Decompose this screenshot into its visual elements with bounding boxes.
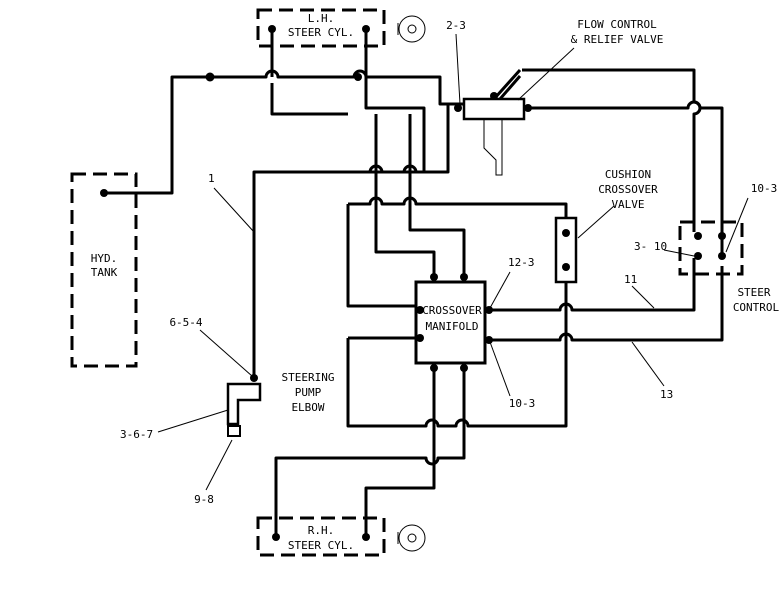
port-dots xyxy=(100,25,726,541)
hydraulic-tank: HYD. TANK xyxy=(70,172,138,368)
callout-12-3: 12-3 xyxy=(489,256,535,309)
rh-cyl-label-line2: STEER CYL. xyxy=(288,539,354,552)
callout-10-3-manifold-text: 10-3 xyxy=(509,397,536,410)
callout-9-8-text: 9-8 xyxy=(194,493,214,506)
callout-1: 1 xyxy=(208,172,255,233)
callout-11: 11 xyxy=(624,273,655,309)
port-dot xyxy=(562,263,570,271)
hydraulic-lines xyxy=(104,30,724,536)
port-dot xyxy=(416,306,424,314)
tank-label-line2: TANK xyxy=(91,266,118,279)
cushion-valve-label: CUSHION CROSSOVER VALVE xyxy=(577,168,658,239)
pump-elbow-label-line2: PUMP xyxy=(295,386,322,399)
rh-steer-cylinder: R.H. STEER CYL. xyxy=(256,516,386,557)
steer-control-label: STEER CONTROL xyxy=(733,286,780,314)
port-dot xyxy=(485,336,493,344)
steer-control-box xyxy=(678,220,744,276)
port-dot xyxy=(694,252,702,260)
flow-control-label-line1: FLOW CONTROL xyxy=(577,18,657,31)
cushion-label-line2: CROSSOVER xyxy=(598,183,658,196)
callout-11-text: 11 xyxy=(624,273,637,286)
lh-steer-cylinder: L.H. STEER CYL. xyxy=(256,8,386,48)
callout-12-3-text: 12-3 xyxy=(508,256,535,269)
port-dot xyxy=(100,189,108,197)
steer-control-label-line2: CONTROL xyxy=(733,301,780,314)
port-dot xyxy=(485,306,493,314)
callout-3-6-7-text: 3-6-7 xyxy=(120,428,153,441)
port-dot xyxy=(562,229,570,237)
port-dot xyxy=(430,273,438,281)
port-dot xyxy=(460,364,468,372)
callout-10-3-manifold: 10-3 xyxy=(489,341,536,410)
pump-elbow-label-line3: ELBOW xyxy=(291,401,324,414)
port-dot xyxy=(718,232,726,240)
lh-cyl-label-line1: L.H. xyxy=(308,12,335,25)
callout-2-3: 2-3 xyxy=(446,19,466,105)
port-dot xyxy=(694,232,702,240)
flow-control-label: FLOW CONTROL & RELIEF VALVE xyxy=(517,18,664,101)
callout-1-text: 1 xyxy=(208,172,215,185)
cushion-label-line3: VALVE xyxy=(611,198,644,211)
tank-label-line1: HYD. xyxy=(91,252,118,265)
callout-3-10-text: 3- 10 xyxy=(634,240,667,253)
rh-rotation-symbol xyxy=(397,524,426,552)
steer-control-label-line1: STEER xyxy=(737,286,770,299)
manifold-label-line1: CROSSOVER xyxy=(422,304,482,317)
flow-control-valve xyxy=(462,68,526,176)
callout-9-8: 9-8 xyxy=(194,439,233,506)
port-dot xyxy=(430,364,438,372)
steering-pump-elbow-fitting xyxy=(226,382,262,437)
port-dot xyxy=(460,273,468,281)
callout-13-text: 13 xyxy=(660,388,673,401)
junction-dot xyxy=(205,72,215,82)
lh-rotation-symbol xyxy=(397,15,426,43)
callout-2-3-text: 2-3 xyxy=(446,19,466,32)
callout-10-3-control-text: 10-3 xyxy=(751,182,778,195)
port-dot xyxy=(362,533,370,541)
callout-6-5-4: 6-5-4 xyxy=(169,316,253,377)
cushion-label-line1: CUSHION xyxy=(605,168,651,181)
flow-control-label-line2: & RELIEF VALVE xyxy=(571,33,664,46)
crossover-manifold: CROSSOVER MANIFOLD xyxy=(414,280,487,365)
port-dot xyxy=(268,25,276,33)
port-dot xyxy=(718,252,726,260)
port-dot xyxy=(454,104,462,112)
cushion-crossover-valve xyxy=(554,216,578,284)
pump-elbow-label-line1: STEERING xyxy=(282,371,335,384)
port-dot xyxy=(490,92,498,100)
callout-10-3-control: 10-3 xyxy=(725,182,778,253)
port-dot xyxy=(524,104,532,112)
callout-3-10: 3- 10 xyxy=(634,240,695,257)
manifold-label-line2: MANIFOLD xyxy=(426,320,479,333)
port-dot xyxy=(362,25,370,33)
lh-cyl-label-line2: STEER CYL. xyxy=(288,26,354,39)
port-dot xyxy=(416,334,424,342)
steering-pump-elbow-label: STEERING PUMP ELBOW xyxy=(282,371,335,414)
port-dot xyxy=(272,533,280,541)
junction-dot xyxy=(354,73,362,81)
rh-cyl-label-line1: R.H. xyxy=(308,524,335,537)
callout-3-6-7: 3-6-7 xyxy=(120,409,229,441)
callout-6-5-4-text: 6-5-4 xyxy=(169,316,202,329)
callout-13: 13 xyxy=(631,341,673,401)
